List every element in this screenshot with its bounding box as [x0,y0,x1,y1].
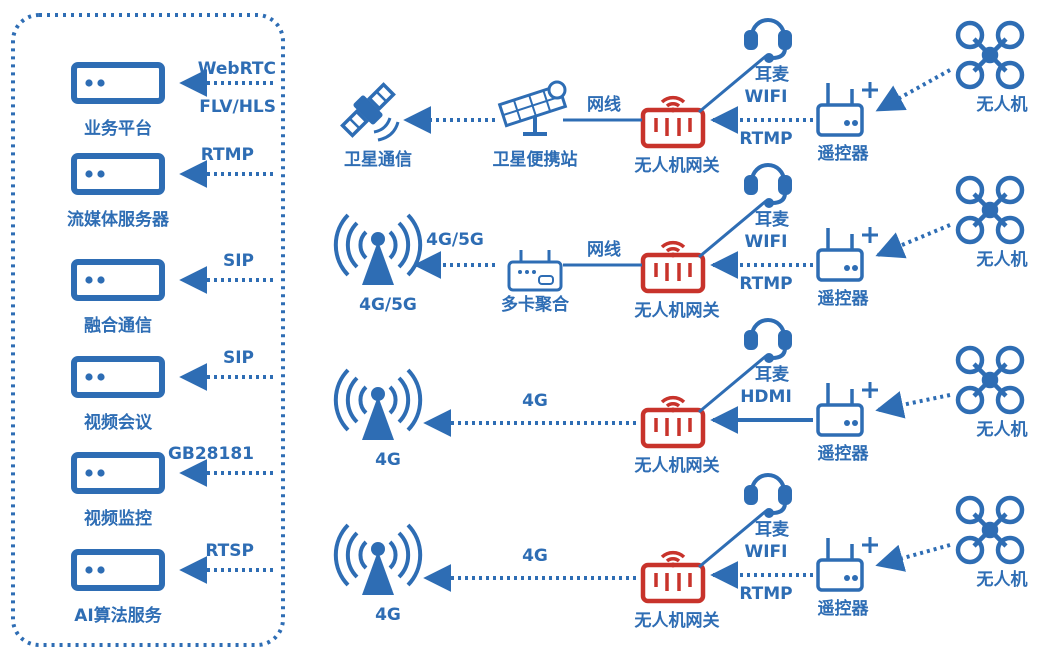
gateway-label: 无人机网关 [634,610,720,631]
server-icon [74,262,162,298]
drone-link-arrow [875,223,951,259]
network-label: 4G [375,450,401,470]
protocol-label: GB28181 [168,444,254,464]
remote-controller-icon [816,535,880,592]
server-label: 视频会议 [84,412,153,433]
drone-link-arrow [875,68,951,112]
router-icon [507,248,563,292]
relay-label: 卫星便携站 [493,149,578,170]
link-top-label: HDMI [740,387,792,407]
link-top-label: WIFI [744,232,787,252]
link-bottom-label: RTMP [739,129,792,149]
server-label: 视频监控 [84,508,152,529]
link-bottom-label: RTMP [739,274,792,294]
cell-tower-icon [333,213,423,287]
drone-icon [958,178,1022,242]
drone-link-arrow [875,543,951,572]
headset-link [698,199,767,259]
uplink-label: 4G [522,391,548,411]
headset-link [698,354,767,414]
headset-icon [744,318,792,363]
platform-panel [11,13,285,647]
headset-link [698,509,767,569]
satellite-dish-icon [497,80,568,136]
server-label: 流媒体服务器 [67,209,170,230]
uplink-label: 4G/5G [426,230,484,250]
controller-label: 遥控器 [818,443,870,464]
server-icon [74,65,162,101]
controller-label: 遥控器 [818,288,870,309]
protocol-label: SIP [223,348,254,368]
satellite-icon [335,77,401,143]
remote-controller-icon [816,380,880,437]
controller-label: 遥控器 [818,143,870,164]
server-icon [74,156,162,192]
protocol-label: SIP [223,251,254,271]
relay-link-label: 网线 [587,94,621,115]
gateway-icon [643,243,703,291]
headset-label: 耳麦 [755,364,790,385]
server-icon [74,552,162,588]
remote-controller-icon [816,225,880,282]
link-top-label: WIFI [744,87,787,107]
gateway-icon [643,398,703,446]
drone-icon [958,348,1022,412]
drone-icon [958,23,1022,87]
controller-label: 遥控器 [818,598,870,619]
server-label: 融合通信 [84,315,152,336]
relay-link-label: 网线 [587,239,621,260]
headset-icon [744,163,792,208]
protocol-label: FLV/HLS [199,97,276,117]
cell-tower-icon [333,523,423,597]
drone-icon [958,498,1022,562]
relay-label: 多卡聚合 [501,294,570,315]
drone-label: 无人机 [976,249,1028,270]
drone-label: 无人机 [976,569,1028,590]
protocol-label: RTSP [205,541,254,561]
link-top-label: WIFI [744,542,787,562]
protocol-label: WebRTC [198,59,276,79]
link-bottom-label: RTMP [739,584,792,604]
gateway-label: 无人机网关 [634,300,720,321]
drone-link-arrow [875,391,951,419]
server-label: 业务平台 [84,118,152,139]
protocol-label: RTMP [201,145,254,165]
network-label: 卫星通信 [344,149,412,170]
headset-link [698,54,767,114]
gateway-label: 无人机网关 [634,455,720,476]
uplink-label: 4G [522,546,548,566]
server-label: AI算法服务 [74,605,162,626]
gateway-icon [643,98,703,146]
headset-icon [744,473,792,518]
drone-label: 无人机 [976,94,1028,115]
headset-label: 耳麦 [755,519,790,540]
remote-controller-icon [816,80,880,137]
headset-label: 耳麦 [755,64,790,85]
gateway-label: 无人机网关 [634,155,720,176]
headset-label: 耳麦 [755,209,790,230]
gateway-icon [643,553,703,601]
headset-icon [744,18,792,63]
cell-tower-icon [333,368,423,442]
server-icon [74,359,162,395]
server-icon [74,455,162,491]
network-label: 4G/5G [359,295,417,315]
network-label: 4G [375,605,401,625]
drone-label: 无人机 [976,419,1028,440]
